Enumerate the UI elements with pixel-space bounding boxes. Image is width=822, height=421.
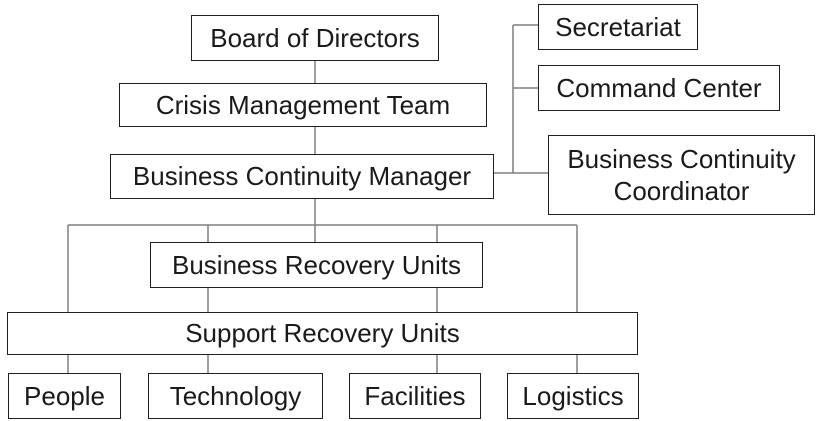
node-label: Logistics <box>522 380 624 411</box>
node-label: People <box>24 380 105 411</box>
node-business-recovery-units: Business Recovery Units <box>150 242 483 288</box>
node-label: Business Continuity Manager <box>132 161 472 192</box>
node-people: People <box>8 373 121 419</box>
node-crisis-management-team: Crisis Management Team <box>119 83 487 127</box>
node-label-line1: Business Continuity <box>567 143 796 174</box>
node-board-of-directors: Board of Directors <box>191 15 439 61</box>
node-label: Command Center <box>556 72 762 103</box>
node-label: Technology <box>169 380 302 411</box>
node-label: Crisis Management Team <box>155 89 451 120</box>
node-label: Business Recovery Units <box>172 249 461 280</box>
node-support-recovery-units: Support Recovery Units <box>7 312 638 355</box>
node-secretariat: Secretariat <box>538 4 698 50</box>
node-business-continuity-manager: Business Continuity Manager <box>110 154 494 199</box>
node-label: Board of Directors <box>210 22 420 53</box>
node-facilities: Facilities <box>349 373 481 419</box>
node-logistics: Logistics <box>507 373 639 419</box>
node-label: Support Recovery Units <box>185 318 460 349</box>
node-business-continuity-coordinator: Business Continuity Coordinator <box>548 135 815 215</box>
node-command-center: Command Center <box>538 65 780 111</box>
node-technology: Technology <box>148 373 323 419</box>
node-label-line2: Coordinator <box>613 176 750 206</box>
node-label: Facilities <box>364 380 466 411</box>
node-label: Secretariat <box>555 11 681 42</box>
